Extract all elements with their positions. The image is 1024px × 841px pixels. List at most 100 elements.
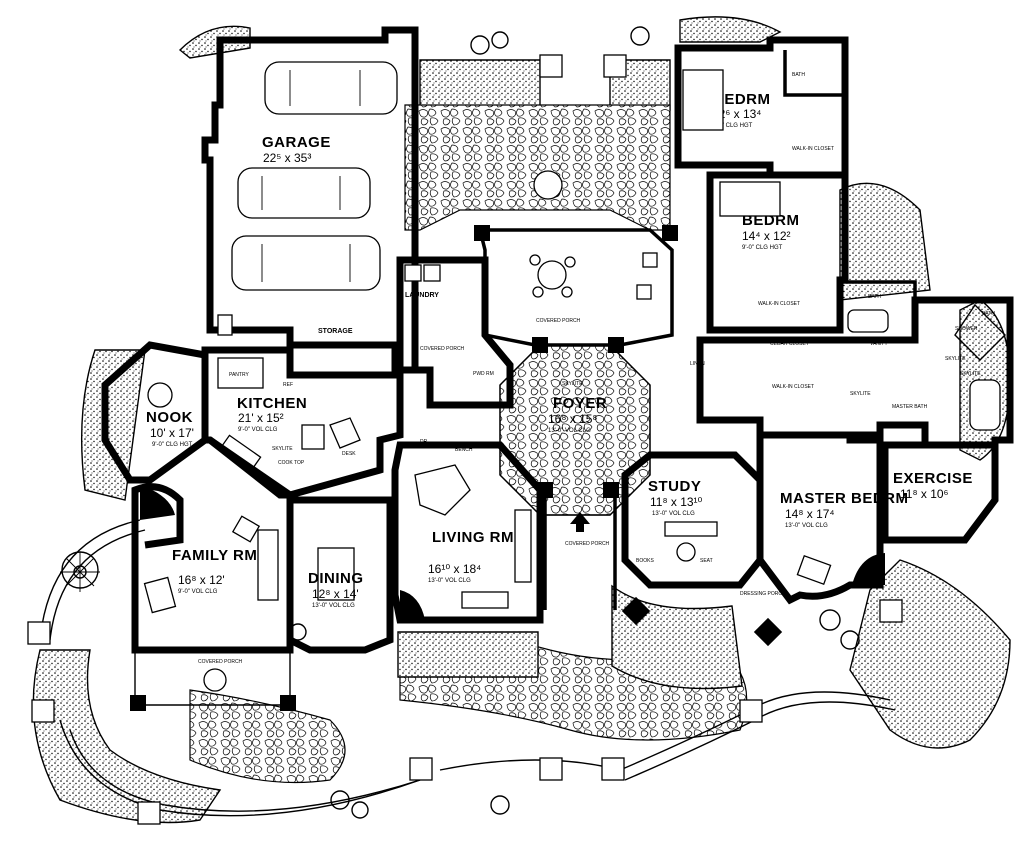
courtyard-porch-label: COVERED PORCH	[536, 318, 581, 324]
laundry-area: LAUNDRY PWD RM	[396, 256, 514, 409]
master-dim: 14⁸ x 17⁴	[785, 507, 835, 521]
kitchen-name: KITCHEN	[237, 395, 307, 412]
planting-bed-southwest	[32, 649, 222, 824]
family-walls	[131, 437, 294, 654]
garage-name: GARAGE	[262, 134, 331, 151]
dryer	[423, 264, 441, 282]
nook-name: NOOK	[146, 409, 193, 426]
study-dim: 11⁸ x 13¹⁰	[650, 495, 703, 509]
family-fireplace	[140, 485, 175, 520]
washer	[404, 264, 422, 282]
living-sofa	[514, 509, 532, 583]
dining-note: 13'-0" VOL CLG	[312, 603, 355, 609]
dining-dim: 12⁸ x 14'	[312, 587, 359, 601]
kitchen-nook: PANTRY KITCHEN 21' x 15² 9'-0" VOL CLG S…	[101, 341, 404, 499]
family-room: FAMILY RM 16⁸ x 12' 9'-0" VOL CLG COVERE…	[130, 437, 296, 711]
rear-porch-label: COVERED PORCH	[420, 346, 465, 352]
study-chair	[676, 542, 696, 562]
planting-bed-top-far	[679, 16, 782, 43]
master-bath-walls	[696, 296, 1014, 449]
skylite-far-label: SKYLITE	[960, 371, 981, 377]
living-room: LIVING RM 16¹⁰ x 18⁴ 13'-0" VOL CLG BENC…	[391, 441, 544, 624]
kitchen-dim: 21' x 15²	[238, 411, 284, 425]
courtyard-paving	[404, 104, 671, 231]
piano	[414, 464, 471, 516]
family-porch-outline	[134, 650, 291, 706]
nook-note: 9'-0" CLG HGT	[152, 442, 193, 448]
skylite-foyer-label: SKYLITE	[562, 381, 583, 387]
storage-label: STORAGE	[318, 328, 353, 335]
foyer-column-se	[603, 482, 619, 498]
family-porch-column-left	[130, 695, 146, 711]
cook-top-label: COOK TOP	[278, 460, 305, 466]
seat-label: SEAT	[700, 558, 713, 564]
planter-living	[397, 631, 539, 678]
exercise-walls	[881, 441, 999, 544]
exercise-name: EXERCISE	[893, 470, 973, 487]
garden-wall-inner	[49, 529, 146, 641]
living-dim: 16¹⁰ x 18⁴	[428, 562, 481, 576]
skylite-bath-label: SKYLITE	[945, 356, 966, 362]
garage: GARAGE 22⁵ x 35³ STORAGE	[201, 26, 419, 374]
master-note: 13'-0" VOL CLG	[785, 523, 828, 529]
foyer-outline	[499, 344, 651, 516]
study: STUDY 11⁸ x 13¹⁰ 13'-0" VOL CLG BOOKS SE…	[621, 451, 783, 647]
sun-icon	[60, 552, 100, 592]
front-porch-label: COVERED PORCH	[565, 541, 610, 547]
pantry-label: PANTRY	[229, 372, 249, 378]
foyer-dim: 16⁸ x 15⁸	[548, 412, 598, 426]
bath3-label: BATH	[982, 311, 995, 317]
foyer-column-ne	[608, 337, 624, 353]
study-desk	[664, 521, 718, 537]
tub-2	[847, 309, 889, 333]
porch-table	[537, 260, 567, 290]
master-suite: CEDAR CLOSET VANITY WALK-IN CLOSET SKYLI…	[696, 296, 1014, 605]
bath1-label: BATH	[792, 72, 805, 78]
dining-walls	[286, 496, 394, 654]
bedrm1-note: 9'-0" CLG HGT	[712, 123, 753, 129]
family-note: 9'-0" VOL CLG	[178, 589, 218, 595]
kitchen-walls	[201, 346, 404, 499]
kitchen-note: 9'-0" VOL CLG	[238, 427, 278, 433]
desk-label: DESK	[342, 451, 356, 457]
master-name: MASTER BEDRM	[780, 490, 909, 507]
garden-path-edge-inner	[69, 729, 421, 812]
laundry-walls	[396, 256, 514, 409]
living-note: 13'-0" VOL CLG	[428, 578, 471, 584]
garden-wall	[39, 519, 141, 641]
bed-1	[682, 69, 724, 131]
master-fireplace	[852, 553, 885, 585]
study-name: STUDY	[648, 478, 701, 495]
linen-label: LINEN	[690, 361, 705, 367]
family-porch-label: COVERED PORCH	[198, 659, 243, 665]
kitchen-island	[301, 424, 325, 450]
living-sofa-2	[461, 591, 509, 609]
bedrm2-walls	[706, 171, 849, 334]
foyer-note: 13'-0" VOL CLG	[548, 428, 591, 434]
nook-walls	[101, 341, 208, 484]
closet3-label: WALK-IN CLOSET	[772, 384, 814, 390]
family-dim: 16⁸ x 12'	[178, 573, 225, 587]
shower-label: SHOWER	[955, 326, 978, 332]
family-porch-table	[203, 668, 227, 692]
courtyard-column-left	[474, 225, 490, 241]
family-sofa	[257, 529, 279, 601]
bedrm1-name: BEDRM	[713, 91, 771, 108]
closet2-label: WALK-IN CLOSET	[758, 301, 800, 307]
garden-path-edge	[59, 719, 421, 817]
porch-chairs	[529, 252, 658, 300]
foyer-name: FOYER	[553, 395, 607, 412]
master-tub	[969, 379, 1001, 431]
living-walls	[391, 441, 544, 624]
master-bath-label: MASTER BATH	[892, 404, 928, 410]
bath2-label: BATH	[868, 294, 881, 300]
laundry-label: LAUNDRY	[405, 292, 439, 299]
bedrm1-dim: 12⁶ x 13⁴	[712, 107, 761, 121]
planting-bed-right	[839, 182, 931, 301]
vanity-label: VANITY	[870, 341, 888, 347]
study-planter-column	[621, 596, 651, 626]
planting-bed-left	[80, 349, 146, 501]
family-porch-column-right	[280, 695, 296, 711]
nook-table	[147, 382, 173, 408]
